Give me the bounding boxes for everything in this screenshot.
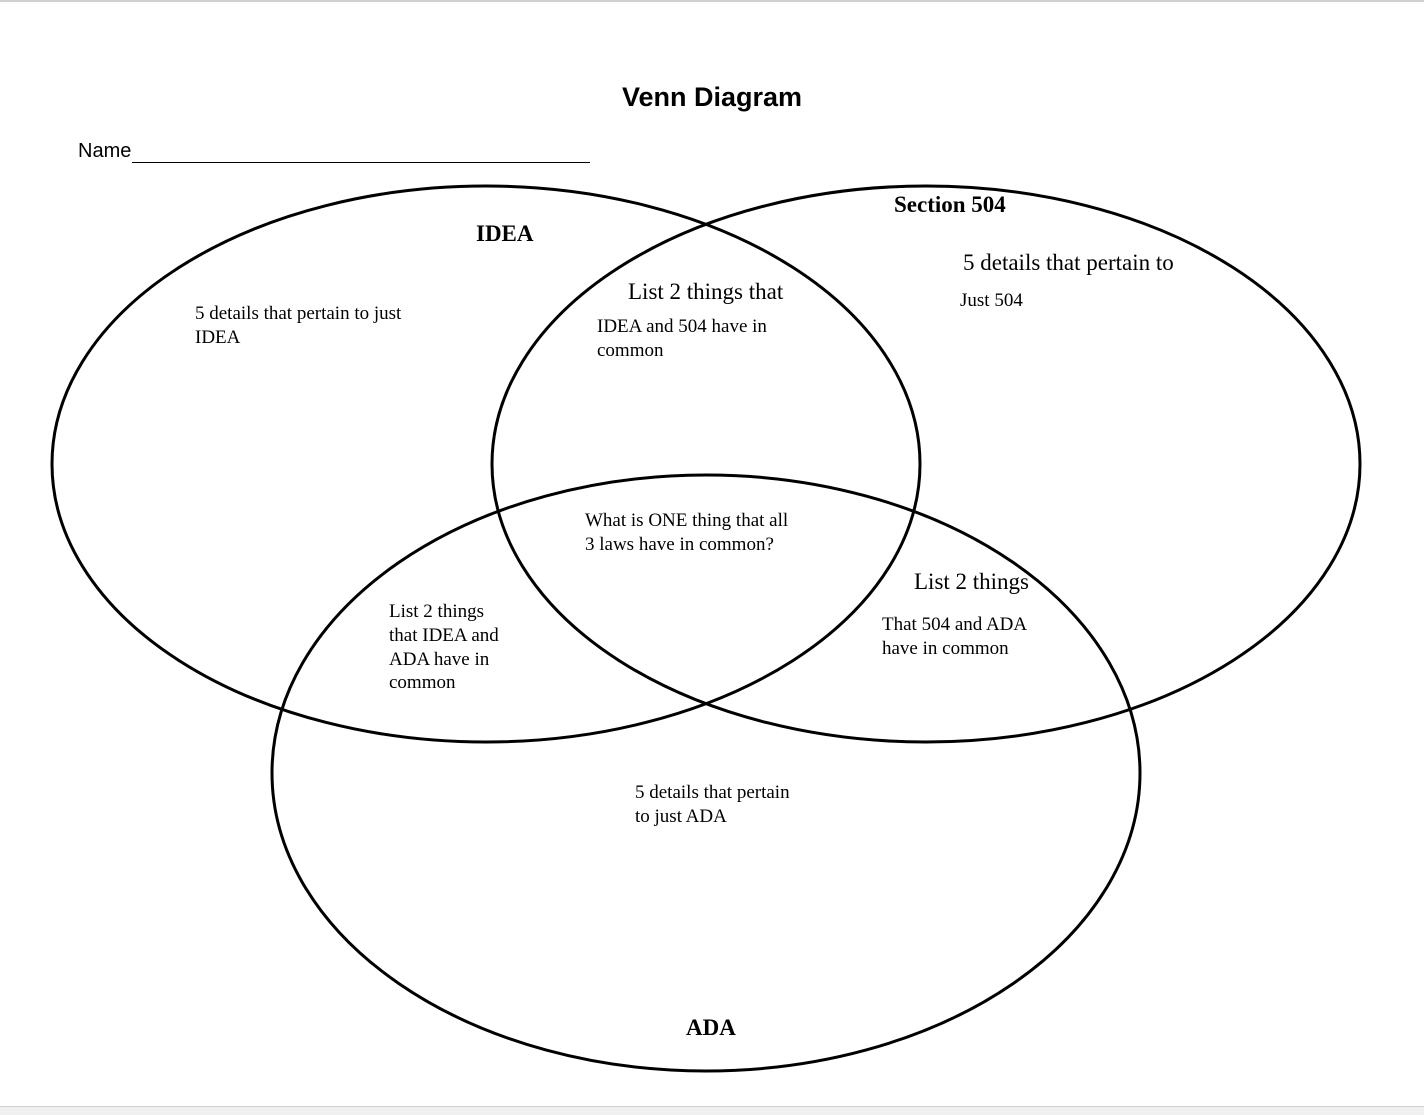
prompt-504-only-line2: Just 504 [960,290,1023,311]
name-blank-line [132,140,591,163]
prompt-504-only-line1: 5 details that pertain to [963,250,1174,275]
circle-ada [270,473,1142,1073]
label-section-504: Section 504 [894,192,1006,217]
name-label: Name [78,140,132,162]
prompt-idea-504-line2: IDEA and 504 have in common [597,316,767,361]
prompt-idea-504-line1: List 2 things that [628,279,784,304]
label-ada: ADA [686,1015,736,1040]
prompt-504-ada-line2: That 504 and ADA have in common [882,614,1028,659]
circle-section-504 [490,184,1362,744]
prompt-504-ada-line1: List 2 things [914,569,1030,594]
prompt-all-three: What is ONE thing that all 3 laws have i… [585,510,789,555]
prompt-idea-ada: List 2 things that IDEA and ADA have in … [389,601,499,694]
prompt-idea-only: 5 details that pertain to just IDEA [195,303,402,348]
bottom-toolbar-edge [0,1106,1424,1115]
prompt-ada-only: 5 details that pertain to just ADA [635,782,790,827]
name-field: Name [78,140,591,163]
page-title: Venn Diagram [621,82,803,112]
label-idea: IDEA [476,221,534,246]
circle-idea [50,184,922,744]
